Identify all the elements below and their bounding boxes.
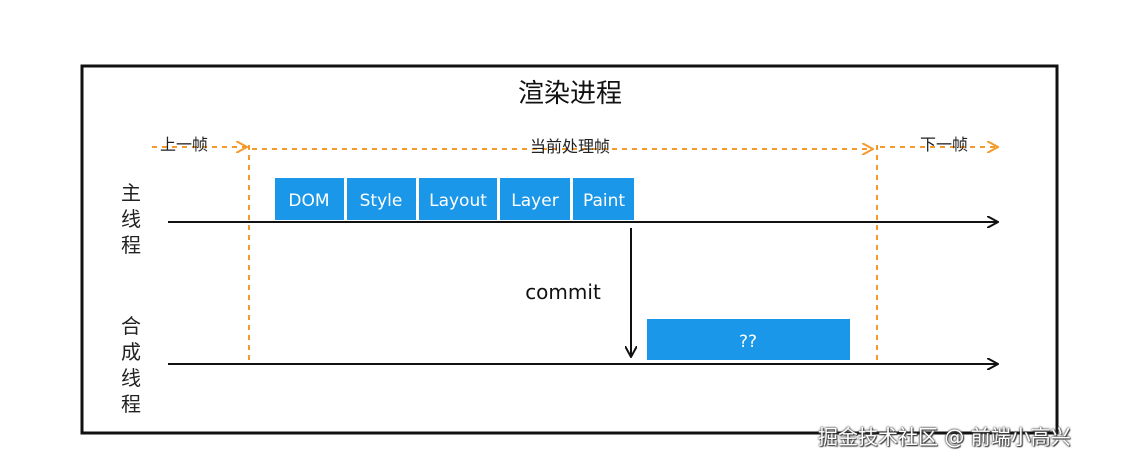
compositor-task-label: ?? (739, 332, 757, 352)
task-label-layout: Layout (429, 191, 487, 211)
render-process-frame (80, 64, 1059, 435)
task-label-style: Style (360, 191, 403, 211)
watermark: 掘金技术社区 @ 前端小高兴 (818, 425, 1071, 449)
commit-label: commit (525, 280, 601, 304)
task-label-paint: Paint (583, 191, 625, 211)
current-frame-label: 当前处理帧 (530, 137, 610, 156)
main-thread-tasks: DOM Style Layout Layer Paint (275, 178, 634, 220)
task-block-layer (500, 178, 570, 220)
compositor-thread-label: 合成线程 (121, 314, 141, 416)
task-block-style (347, 178, 416, 220)
compositor-task-block (647, 319, 850, 360)
task-block-layout (419, 178, 497, 220)
task-block-dom (275, 178, 344, 220)
task-label-dom: DOM (288, 191, 329, 211)
previous-frame-label: 上一帧 (160, 135, 208, 154)
next-frame-label: 下一帧 (920, 135, 968, 154)
diagram-title: 渲染进程 (518, 79, 622, 109)
frame-markers (152, 145, 997, 362)
task-block-paint (573, 178, 634, 220)
task-label-layer: Layer (511, 191, 558, 211)
main-thread-label: 主线程 (121, 181, 141, 257)
